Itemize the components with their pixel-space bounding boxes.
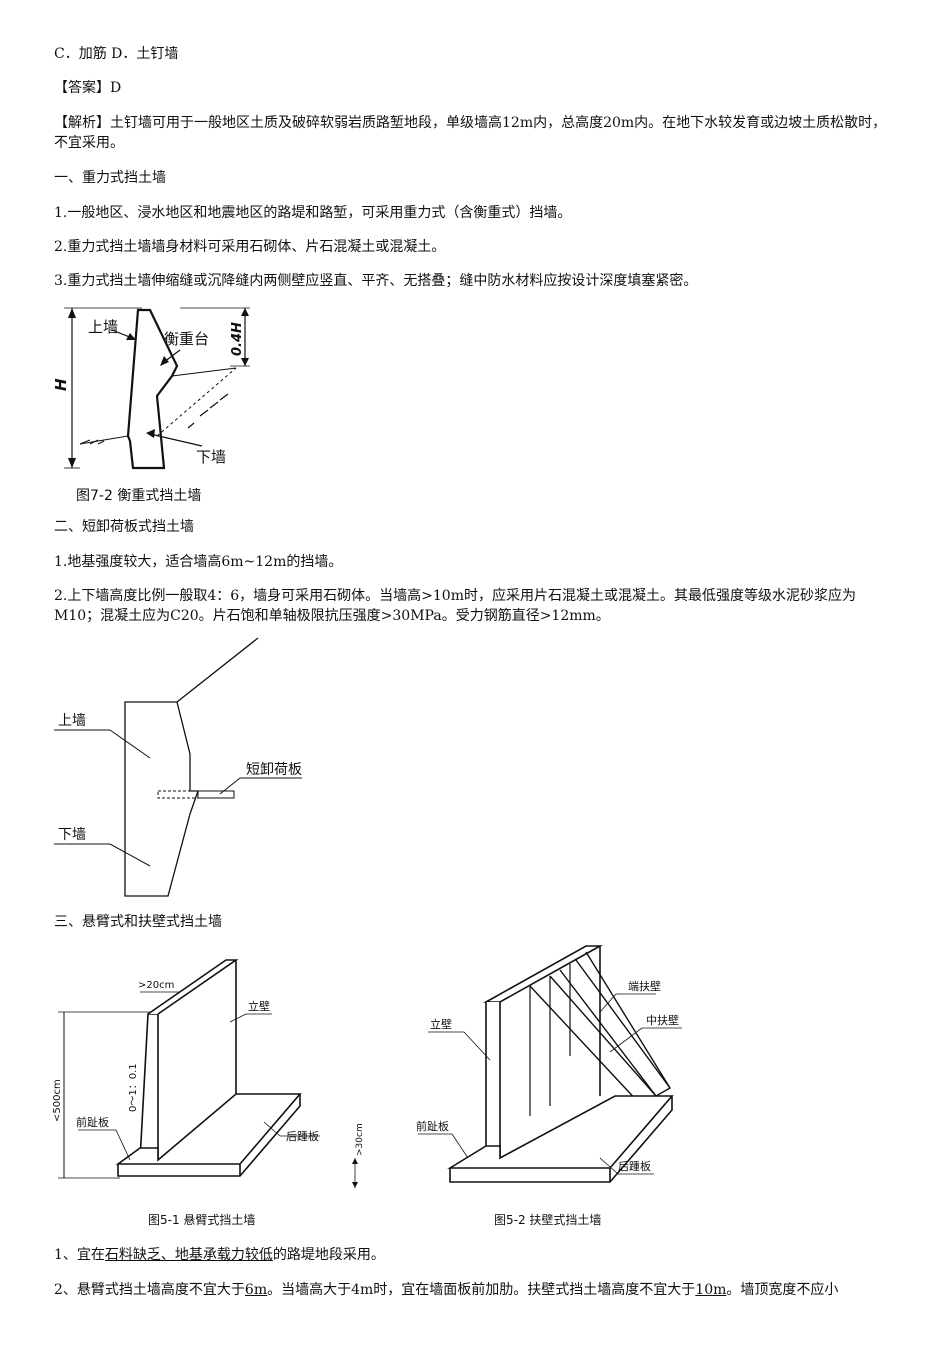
fig3-500cm-label: <500cm (52, 1079, 63, 1122)
fig1-platform-label: 衡重台 (164, 330, 209, 348)
fig3-20cm-label: >20cm (138, 980, 174, 991)
fig4-wall-label: 立壁 (430, 1017, 452, 1031)
figure-counterfort-wall: 端扶壁 立壁 中扶壁 前趾板 后踵板 图5-2 扶壁式挡土墙 (410, 936, 710, 1232)
answer-line: 【答案】D (54, 80, 122, 96)
cantilever-point-2: 2、悬臂式挡土墙高度不宜大于6m。当墙高大于4m时，宜在墙面板前加肋。扶壁式挡土… (54, 1280, 899, 1300)
fig4-heel-label: 后踵板 (618, 1159, 651, 1173)
fig3-slope-label: 0～1：0.1 (128, 1063, 139, 1112)
section-heading-gravity: 一、重力式挡土墙 (54, 170, 166, 186)
figure-short-relief-slab-wall: 上墙 短卸荷板 下墙 (50, 634, 330, 900)
point2-underlined-6m: 6m (244, 1282, 268, 1298)
fig1-caption: 图7-2 衡重式挡土墙 (76, 488, 201, 504)
gravity-point-3: 3.重力式挡土墙伸缩缝或沉降缝内两侧壁应竖直、平齐、无搭叠；缝中防水材料应按设计… (54, 273, 698, 289)
fig4-end-label: 端扶壁 (628, 979, 661, 993)
point2-part-e: 。墙顶宽度不应小 (726, 1282, 839, 1298)
cantilever-point-1: 1、宜在石料缺乏、地基承载力较低的路堤地段采用。 (54, 1245, 899, 1265)
gravity-point-2: 2.重力式挡土墙墙身材料可采用石砌体、片石混凝土或混凝土。 (54, 239, 446, 255)
fig3-30cm-label: >30cm (355, 1123, 365, 1156)
point2-part-c: 。当墙高大于4m时，宜在墙面板前加肋。扶壁式挡土墙高度不宜大于 (267, 1282, 696, 1298)
fig1-upper-label: 上墙 (88, 318, 118, 336)
analysis-paragraph: 【解析】土钉墙可用于一般地区土质及破碎软弱岩质路堑地段，单级墙高12m内，总高度… (54, 115, 887, 151)
fig3-wall-label: 立壁 (248, 999, 270, 1013)
short-slab-point-2: 2.上下墙高度比例一般取4：6，墙身可采用石砌体。当墙高>10m时，应采用片石混… (54, 588, 856, 624)
fig2-upper-label: 上墙 (58, 713, 86, 729)
option-line: C．加筋 D．土钉墙 (54, 46, 179, 62)
figure-balance-weight-wall: H 0.4H 上墙 衡重台 下墙 图7-2 衡重式挡土墙 (50, 296, 260, 508)
point1-part-c: 的路堤地段采用。 (272, 1247, 385, 1263)
short-slab-point-1: 1.地基强度较大，适合墙高6m~12m的挡墙。 (54, 554, 343, 570)
section-heading-short-slab: 二、短卸荷板式挡土墙 (54, 519, 194, 535)
fig4-caption: 图5-2 扶壁式挡土墙 (494, 1212, 601, 1227)
fig1-04h-label: 0.4H (230, 322, 245, 356)
figure-cantilever-wall: <500cm >20cm 0～1：0.1 立壁 前趾板 后踵板 >30cm 图5… (50, 952, 380, 1232)
fig2-lower-label: 下墙 (58, 827, 86, 843)
fig4-toe-label: 前趾板 (416, 1119, 449, 1133)
fig4-mid-label: 中扶壁 (646, 1013, 679, 1027)
fig3-toe-label: 前趾板 (76, 1115, 109, 1129)
fig2-slab-label: 短卸荷板 (246, 762, 302, 778)
fig1-lower-label: 下墙 (196, 448, 226, 466)
point1-part-a: 1、宜在 (54, 1247, 105, 1263)
gravity-point-1: 1.一般地区、浸水地区和地震地区的路堤和路堑，可采用重力式（含衡重式）挡墙。 (54, 205, 572, 221)
point2-underlined-10m: 10m (695, 1282, 727, 1298)
point1-underlined: 石料缺乏、地基承载力较低 (104, 1247, 273, 1263)
fig3-heel-label: 后踵板 (286, 1129, 319, 1143)
fig3-caption: 图5-1 悬臂式挡土墙 (148, 1213, 255, 1227)
fig1-h-label: H (52, 378, 70, 391)
section-heading-cantilever: 三、悬臂式和扶壁式挡土墙 (54, 914, 222, 930)
point2-part-a: 2、悬臂式挡土墙高度不宜大于 (54, 1282, 245, 1298)
